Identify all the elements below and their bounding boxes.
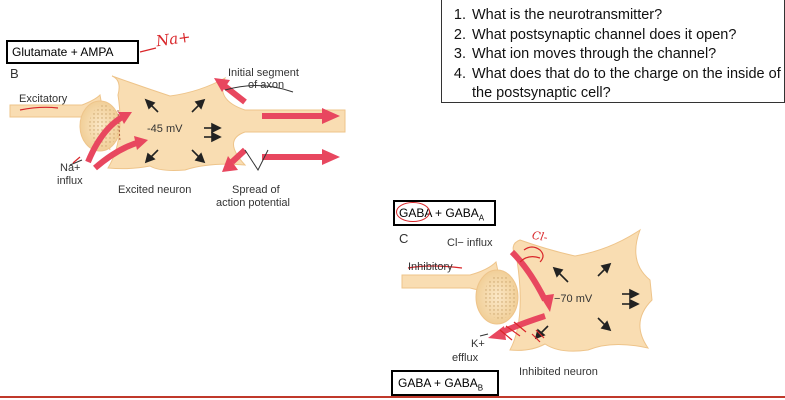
b-postsynaptic-neuron (107, 75, 346, 171)
gaba-circle-mark (396, 202, 430, 222)
questions-list: What is the neurotransmitter? What posts… (442, 6, 784, 104)
c-cl-arrow (509, 249, 548, 302)
c-cl-influx-label: Cl− influx (447, 237, 493, 249)
c-inhibited-neuron-label: Inhibited neuron (519, 366, 598, 378)
c-handwritten-marks (407, 246, 545, 343)
b-excitatory-label: Excitatory (19, 93, 68, 105)
b-current-arrows (144, 98, 222, 164)
c-k-label: K+ (471, 338, 485, 350)
b-initial-segment-label: Initial segment (228, 67, 299, 79)
b-spread-label: Spread of (232, 184, 280, 196)
b-excited-neuron-label: Excited neuron (118, 184, 192, 196)
b-of-axon-label: of axon (248, 79, 285, 91)
b-influx-label: influx (57, 175, 83, 187)
gaba-b-box: GABA + GABAB (391, 370, 499, 396)
question-3: What ion moves through the channel? (470, 45, 784, 65)
b-handwritten-arrow (139, 47, 157, 53)
gaba-b-subscript: B (477, 383, 484, 393)
question-1: What is the neurotransmitter? (470, 6, 784, 26)
c-voltage-label: −70 mV (554, 293, 593, 305)
b-na-arrow-upper (85, 113, 126, 164)
question-4: What does that do to the charge on the i… (470, 65, 784, 104)
b-na-label: Na+ (60, 162, 81, 174)
glutamate-ampa-box: Glutamate + AMPA (6, 40, 139, 64)
b-voltage-label: -45 mV (147, 123, 183, 135)
c-inhibitory-label: Inhibitory (408, 261, 453, 273)
gaba-b-label: GABA + GABA (398, 376, 478, 390)
b-action-potential-label: action potential (216, 197, 290, 209)
c-efflux-label: efflux (452, 352, 479, 364)
question-2: What postsynaptic channel does it open? (470, 26, 784, 46)
panel-c-letter: C (399, 231, 409, 246)
c-handwritten-cl: Cl- (530, 228, 549, 245)
bottom-divider (0, 396, 785, 398)
panel-b-letter: B (10, 66, 19, 81)
b-arrow-back (229, 147, 248, 165)
glutamate-ampa-label: Glutamate + AMPA (12, 45, 114, 59)
gaba-a-subscript: A (478, 213, 485, 223)
questions-box: What is the neurotransmitter? What posts… (441, 0, 785, 103)
c-postsynaptic-neuron (509, 228, 653, 352)
b-arrow-initial-segment (220, 81, 247, 105)
